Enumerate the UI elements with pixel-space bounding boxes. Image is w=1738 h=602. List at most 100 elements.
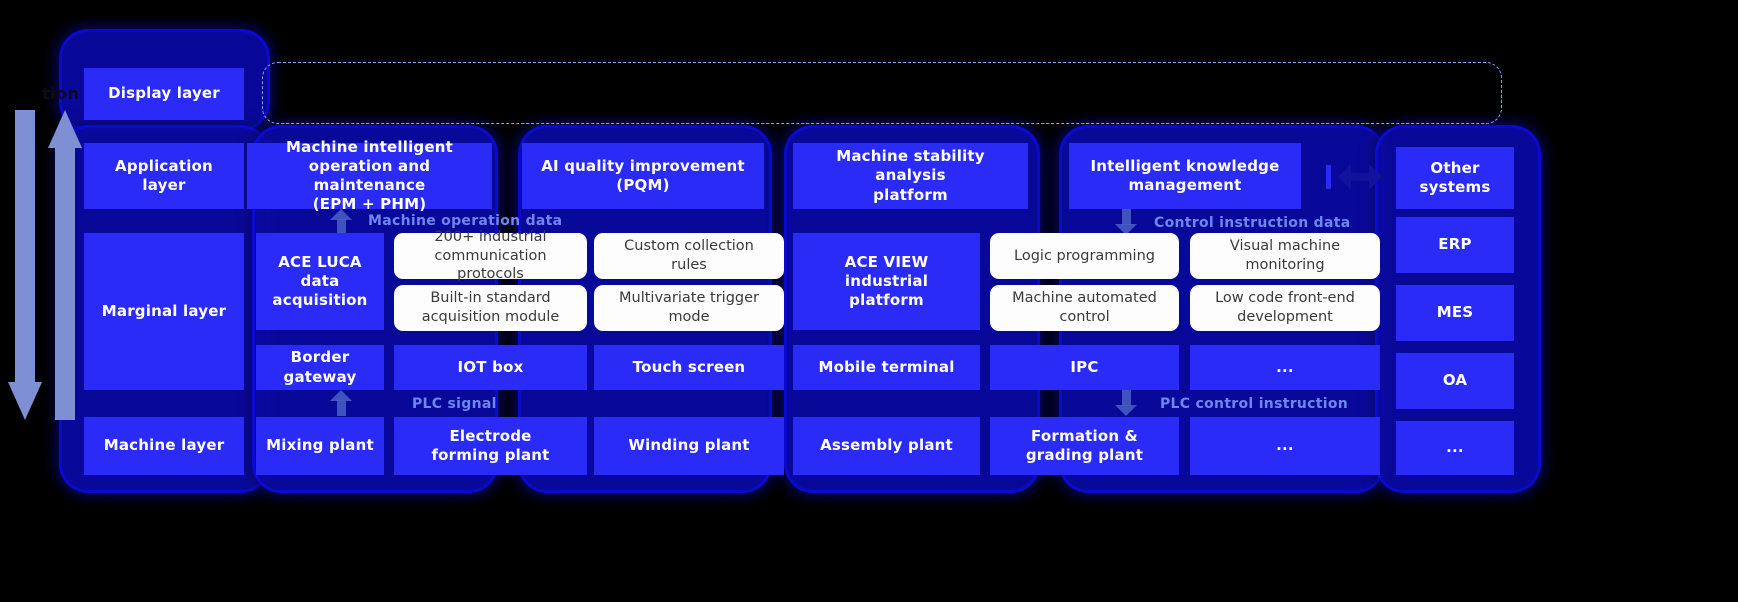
external-1-line1: Other [1430,158,1480,177]
app-card-2-line2: (PQM) [616,176,670,194]
right-card-4-line1: Low code front-end [1215,290,1355,307]
left-card-3-line2: acquisition module [421,309,560,325]
card-multivariate-trigger-mode[interactable]: Multivariate trigger mode [594,285,784,331]
plc-signal-arrow [330,390,352,416]
left-card-3-line1: Built-in standard [430,290,551,307]
device-1-label: Border gateway [283,348,357,386]
layer-label-display[interactable]: Display layer [84,68,244,120]
platform-ace-luca-data-acquisition[interactable]: ACE LUCA data acquisition [256,233,384,330]
right-card-4-line2: development [1237,309,1333,325]
card-machine-automated-control[interactable]: Machine automated control [990,285,1179,331]
app-card-4-line2: management [1128,176,1242,194]
layer-label-machine-text: Machine layer [103,436,225,455]
right-card-3-line2: control [1059,309,1110,325]
card-industrial-communication-protocols[interactable]: 200+ industrial communication protocols [394,229,587,282]
device-mobile-terminal[interactable]: Mobile terminal [793,345,980,390]
side-arrow-column [0,0,120,602]
plant-more[interactable]: ... [1190,417,1380,475]
external-oa[interactable]: OA [1396,353,1514,409]
upward-flow-arrow [48,110,82,420]
external-5-line1: ... [1446,438,1464,457]
external-other-systems[interactable]: Other systems [1396,147,1514,209]
app-card-ai-quality-improvement[interactable]: AI quality improvement (PQM) [522,143,764,209]
ace-view-line2: platform [849,291,924,310]
plant-4-line1: Assembly plant [820,436,953,455]
device-4-label: Mobile terminal [818,357,955,376]
plant-2-line2: forming plant [431,446,550,464]
plant-formation-grading[interactable]: Formation & grading plant [990,417,1179,475]
plant-assembly[interactable]: Assembly plant [793,417,980,475]
device-2-label: IOT box [457,357,524,376]
external-4-line1: OA [1442,371,1468,390]
app-card-1-line1: Machine intelligent [286,137,453,156]
plc-control-instruction-arrow [1115,390,1137,416]
card-visual-machine-monitoring[interactable]: Visual machine monitoring [1190,233,1380,279]
card-custom-collection-rules[interactable]: Custom collection rules [594,233,784,279]
left-card-1-line2: communication protocols [434,247,547,283]
external-mes[interactable]: MES [1396,285,1514,341]
display-scope-dashed-outline [262,62,1502,124]
flow-label-control-instruction-data: Control instruction data [1154,215,1351,231]
app-card-machine-stability-analysis[interactable]: Machine stability analysis platform [793,143,1028,209]
card-logic-programming[interactable]: Logic programming [990,233,1179,279]
left-card-2-line2: rules [671,257,707,273]
device-5-label: IPC [1070,357,1099,376]
layer-label-application[interactable]: Application layer [84,143,244,209]
plant-2-line1: Electrode [449,426,532,445]
app-card-2-line1: AI quality improvement [541,156,745,175]
control-instruction-data-arrow [1115,209,1137,235]
right-card-2-line1: Visual machine [1229,238,1341,255]
ace-luca-line1: ACE LUCA data [278,252,362,290]
plant-3-line1: Winding plant [628,436,750,455]
device-3-label: Touch screen [632,357,746,376]
right-card-2-line2: monitoring [1245,257,1325,273]
plant-6-line1: ... [1276,436,1294,455]
external-1-line2: systems [1419,178,1491,196]
device-touch-screen[interactable]: Touch screen [594,345,784,390]
card-low-code-front-end-development[interactable]: Low code front-end development [1190,285,1380,331]
bidirectional-connector-arrow [1326,163,1382,191]
plant-5-line1: Formation & [1031,426,1138,445]
layer-label-marginal[interactable]: Marginal layer [84,233,244,390]
layer-label-marginal-text: Marginal layer [101,301,227,320]
right-card-1-line1: Logic programming [1014,247,1155,264]
left-card-4-line2: mode [668,309,710,325]
plant-electrode-forming[interactable]: Electrode forming plant [394,417,587,475]
app-card-intelligent-knowledge-management[interactable]: Intelligent knowledge management [1069,143,1301,209]
app-card-4-line1: Intelligent knowledge [1090,156,1280,175]
external-erp[interactable]: ERP [1396,217,1514,273]
device-6-label: ... [1276,357,1294,376]
downward-flow-arrow [8,110,42,420]
external-more[interactable]: ... [1396,421,1514,475]
layer-label-machine[interactable]: Machine layer [84,417,244,475]
machine-operation-data-arrow [330,209,352,235]
app-card-3-line1: Machine stability analysis [836,147,985,185]
ace-view-line1: ACE VIEW industrial [844,252,929,290]
plant-1-line1: Mixing plant [266,436,374,455]
device-iot-box[interactable]: IOT box [394,345,587,390]
flow-label-plc-signal: PLC signal [412,396,497,412]
external-3-line1: MES [1436,303,1474,322]
ace-luca-line2: acquisition [272,291,368,310]
external-2-line1: ERP [1438,235,1472,254]
app-card-machine-intelligent-om[interactable]: Machine intelligent operation and mainte… [247,138,492,213]
flow-label-plc-control-instruction: PLC control instruction [1160,396,1349,412]
app-card-1-line2: operation and maintenance [308,156,431,194]
card-built-in-standard-acquisition-module[interactable]: Built-in standard acquisition module [394,285,587,331]
plant-winding[interactable]: Winding plant [594,417,784,475]
app-card-1-line3: (EPM + PHM) [312,195,427,214]
layer-label-application-line1: Application [115,156,213,175]
app-card-3-line2: platform [873,185,948,204]
platform-ace-view-industrial-platform[interactable]: ACE VIEW industrial platform [793,233,980,330]
left-card-2-line1: Custom collection [624,238,754,255]
plant-5-line2: grading plant [1025,446,1144,464]
plant-mixing[interactable]: Mixing plant [256,417,384,475]
layer-label-application-line2: layer [142,176,186,194]
device-ipc[interactable]: IPC [990,345,1179,390]
device-border-gateway[interactable]: Border gateway [256,345,384,390]
right-card-3-line1: Machine automated [1012,290,1157,307]
device-more[interactable]: ... [1190,345,1380,390]
left-card-4-line1: Multivariate trigger [619,290,759,307]
layer-label-display-text: Display layer [108,84,220,103]
